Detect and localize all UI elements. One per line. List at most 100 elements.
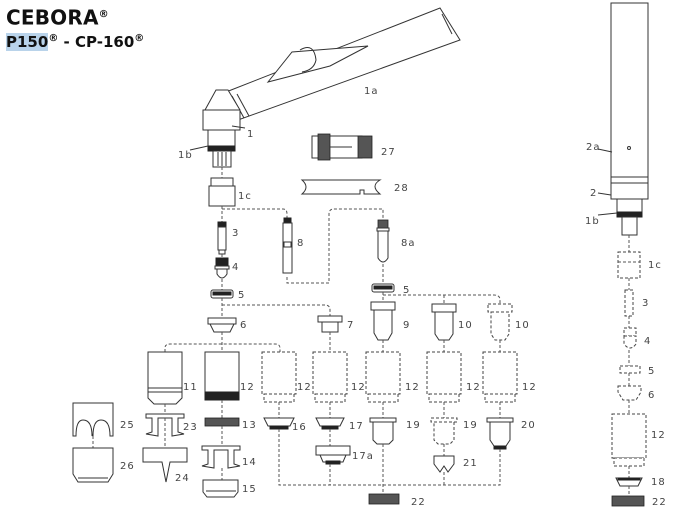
part-5	[210, 289, 234, 299]
part-24	[142, 447, 188, 483]
label-3: 3	[232, 228, 239, 239]
part-17a	[315, 445, 351, 465]
label-17: 17	[349, 421, 364, 432]
label-10b: 10	[515, 320, 530, 331]
part-22-right	[611, 495, 645, 507]
label-2: 2	[590, 188, 597, 199]
part-12-d	[426, 351, 462, 403]
label-6-right: 6	[648, 390, 655, 401]
label-1c: 1c	[238, 191, 252, 202]
label-25: 25	[120, 420, 135, 431]
part-13	[204, 417, 240, 427]
label-12-right: 12	[651, 430, 666, 441]
torch-body-2a	[610, 2, 649, 178]
part-11	[147, 351, 183, 405]
part-8	[282, 217, 293, 274]
label-8: 8	[297, 238, 304, 249]
part-19	[369, 417, 397, 445]
torch-body-2	[610, 176, 649, 236]
part-14	[201, 445, 241, 469]
part-12-solid	[204, 351, 240, 401]
label-19: 19	[406, 420, 421, 431]
part-21	[433, 455, 455, 473]
label-27: 27	[381, 147, 396, 158]
part-16	[263, 417, 295, 430]
part-25	[72, 402, 114, 437]
label-1a: 1a	[364, 86, 379, 97]
part-27	[311, 133, 373, 161]
label-6: 6	[240, 320, 247, 331]
part-23	[145, 413, 185, 437]
label-4: 4	[232, 262, 239, 273]
label-1b: 1b	[178, 150, 193, 161]
label-17a: 17a	[352, 451, 374, 462]
part-9	[370, 301, 396, 341]
label-12a: 12	[240, 382, 255, 393]
part-12-b	[312, 351, 348, 403]
label-4-right: 4	[644, 336, 651, 347]
part-4	[214, 257, 230, 279]
label-3-right: 3	[642, 298, 649, 309]
part-12-c	[365, 351, 401, 403]
label-22: 22	[411, 497, 426, 508]
label-19b: 19	[463, 420, 478, 431]
label-28: 28	[394, 183, 409, 194]
part-12-right	[611, 413, 647, 467]
part-20	[486, 417, 514, 450]
part-4-right	[623, 327, 637, 349]
label-9: 9	[403, 320, 410, 331]
label-20: 20	[521, 420, 536, 431]
part-28	[300, 179, 382, 195]
brand-title: CEBORA® P150® - CP-160®	[6, 5, 145, 51]
part-19-alt	[430, 417, 458, 445]
part-8a	[376, 219, 390, 263]
part-1c	[208, 177, 236, 207]
label-12b: 12	[297, 382, 312, 393]
label-26: 26	[120, 461, 135, 472]
label-1b-right: 1b	[585, 216, 600, 227]
label-23: 23	[183, 422, 198, 433]
brand-name: CEBORA	[6, 5, 99, 30]
model-cp160: CP-160	[74, 32, 135, 51]
label-11: 11	[183, 382, 198, 393]
part-6-right	[617, 385, 642, 401]
label-10: 10	[458, 320, 473, 331]
part-5-right	[371, 283, 395, 293]
label-21: 21	[463, 458, 478, 469]
label-8a: 8a	[401, 238, 416, 249]
part-12-e	[482, 351, 518, 403]
label-16: 16	[292, 422, 307, 433]
label-7: 7	[347, 320, 354, 331]
label-18: 18	[651, 477, 666, 488]
part-15	[202, 479, 239, 498]
part-17	[315, 417, 345, 430]
part-5-right-col	[619, 365, 641, 374]
part-22	[368, 493, 400, 505]
label-5-right: 5	[648, 366, 655, 377]
part-3-right	[624, 289, 634, 317]
part-7	[317, 315, 343, 333]
label-24: 24	[175, 473, 190, 484]
label-1c-right: 1c	[648, 260, 662, 271]
label-5b: 5	[403, 285, 410, 296]
part-10-alt	[487, 303, 513, 341]
label-12c: 12	[351, 382, 366, 393]
label-5: 5	[238, 290, 245, 301]
part-10	[431, 303, 457, 341]
label-12f: 12	[522, 382, 537, 393]
part-12-a	[261, 351, 297, 403]
part-3	[217, 221, 227, 255]
part-26	[72, 447, 114, 483]
label-1: 1	[247, 129, 254, 140]
label-14: 14	[242, 457, 257, 468]
model-p150: P150	[6, 32, 49, 51]
label-2a: 2a	[586, 142, 601, 153]
torch-head-1	[202, 89, 241, 168]
part-1c-right	[617, 251, 641, 279]
label-13: 13	[242, 420, 257, 431]
torch-handle-1a	[225, 7, 461, 121]
label-12e: 12	[466, 382, 481, 393]
part-6	[207, 317, 237, 333]
label-22-right: 22	[652, 497, 667, 508]
